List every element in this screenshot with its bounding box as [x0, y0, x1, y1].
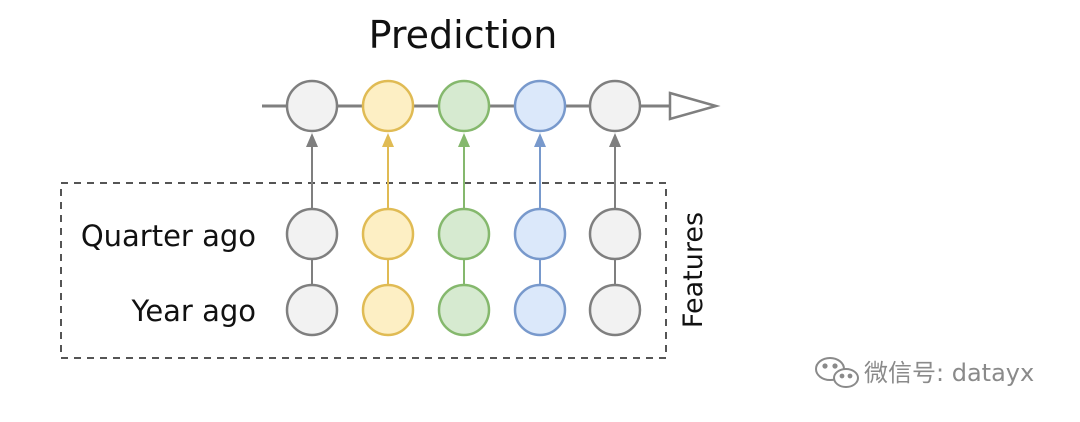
quarter-ago-node-3	[437, 207, 491, 261]
prediction-arrowhead-3	[458, 133, 470, 147]
year-ago-node-4	[513, 283, 567, 337]
year-ago-node-3	[437, 283, 491, 337]
prediction-node-1	[285, 79, 339, 133]
watermark: 微信号: datayx	[815, 357, 1034, 388]
prediction-arrowhead-4	[534, 133, 546, 147]
quarter-ago-node-1	[285, 207, 339, 261]
prediction-node-2	[361, 79, 415, 133]
year-ago-node-5	[588, 283, 642, 337]
year-ago-node-1	[285, 283, 339, 337]
quarter-ago-node-5	[588, 207, 642, 261]
prediction-node-4	[513, 79, 567, 133]
quarter-ago-node-4	[513, 207, 567, 261]
row-label-year-ago: Year ago	[130, 294, 256, 328]
prediction-arrowhead-2	[382, 133, 394, 147]
row-label-quarter-ago: Quarter ago	[81, 219, 256, 253]
prediction-arrowhead-1	[306, 133, 318, 147]
watermark-text: 微信号: datayx	[864, 359, 1034, 387]
prediction-node-5	[588, 79, 642, 133]
features-label: Features	[678, 212, 709, 328]
columns-layer	[285, 79, 642, 337]
year-ago-node-2	[361, 283, 415, 337]
wechat-icon	[815, 357, 859, 388]
diagram-title: Prediction	[369, 13, 558, 57]
timeline-arrowhead	[668, 91, 721, 121]
quarter-ago-node-2	[361, 207, 415, 261]
prediction-arrowhead-5	[609, 133, 621, 147]
features-box	[60, 182, 667, 359]
prediction-node-3	[437, 79, 491, 133]
